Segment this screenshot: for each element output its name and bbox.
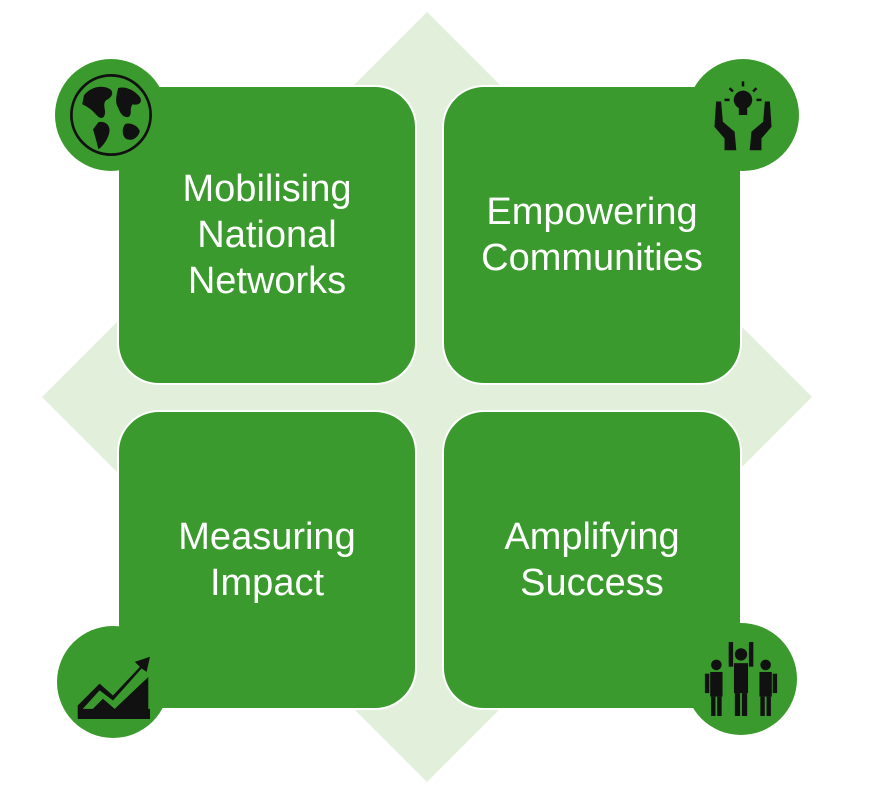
- globe-icon: [70, 74, 152, 156]
- people-badge: [685, 623, 797, 735]
- quadrant-empowering-communities: Empowering Communities: [442, 85, 742, 385]
- globe-badge: [55, 59, 167, 171]
- quadrant-measuring-impact: Measuring Impact: [117, 410, 417, 710]
- cheering-people-icon: [704, 642, 778, 716]
- chart-badge: [57, 626, 169, 738]
- quadrant-label: Amplifying Success: [504, 516, 680, 604]
- quadrant-amplifying-success: Amplifying Success: [442, 410, 742, 710]
- quadrant-mobilising-networks: Mobilising National Networks: [117, 85, 417, 385]
- quadrant-label: Empowering Communities: [481, 191, 703, 279]
- quadrant-label: Mobilising National Networks: [182, 168, 352, 302]
- hands-lightbulb-icon: [714, 81, 772, 151]
- quadrant-label: Measuring Impact: [178, 516, 356, 604]
- growth-chart-icon: [77, 656, 150, 719]
- hands-badge: [687, 59, 799, 171]
